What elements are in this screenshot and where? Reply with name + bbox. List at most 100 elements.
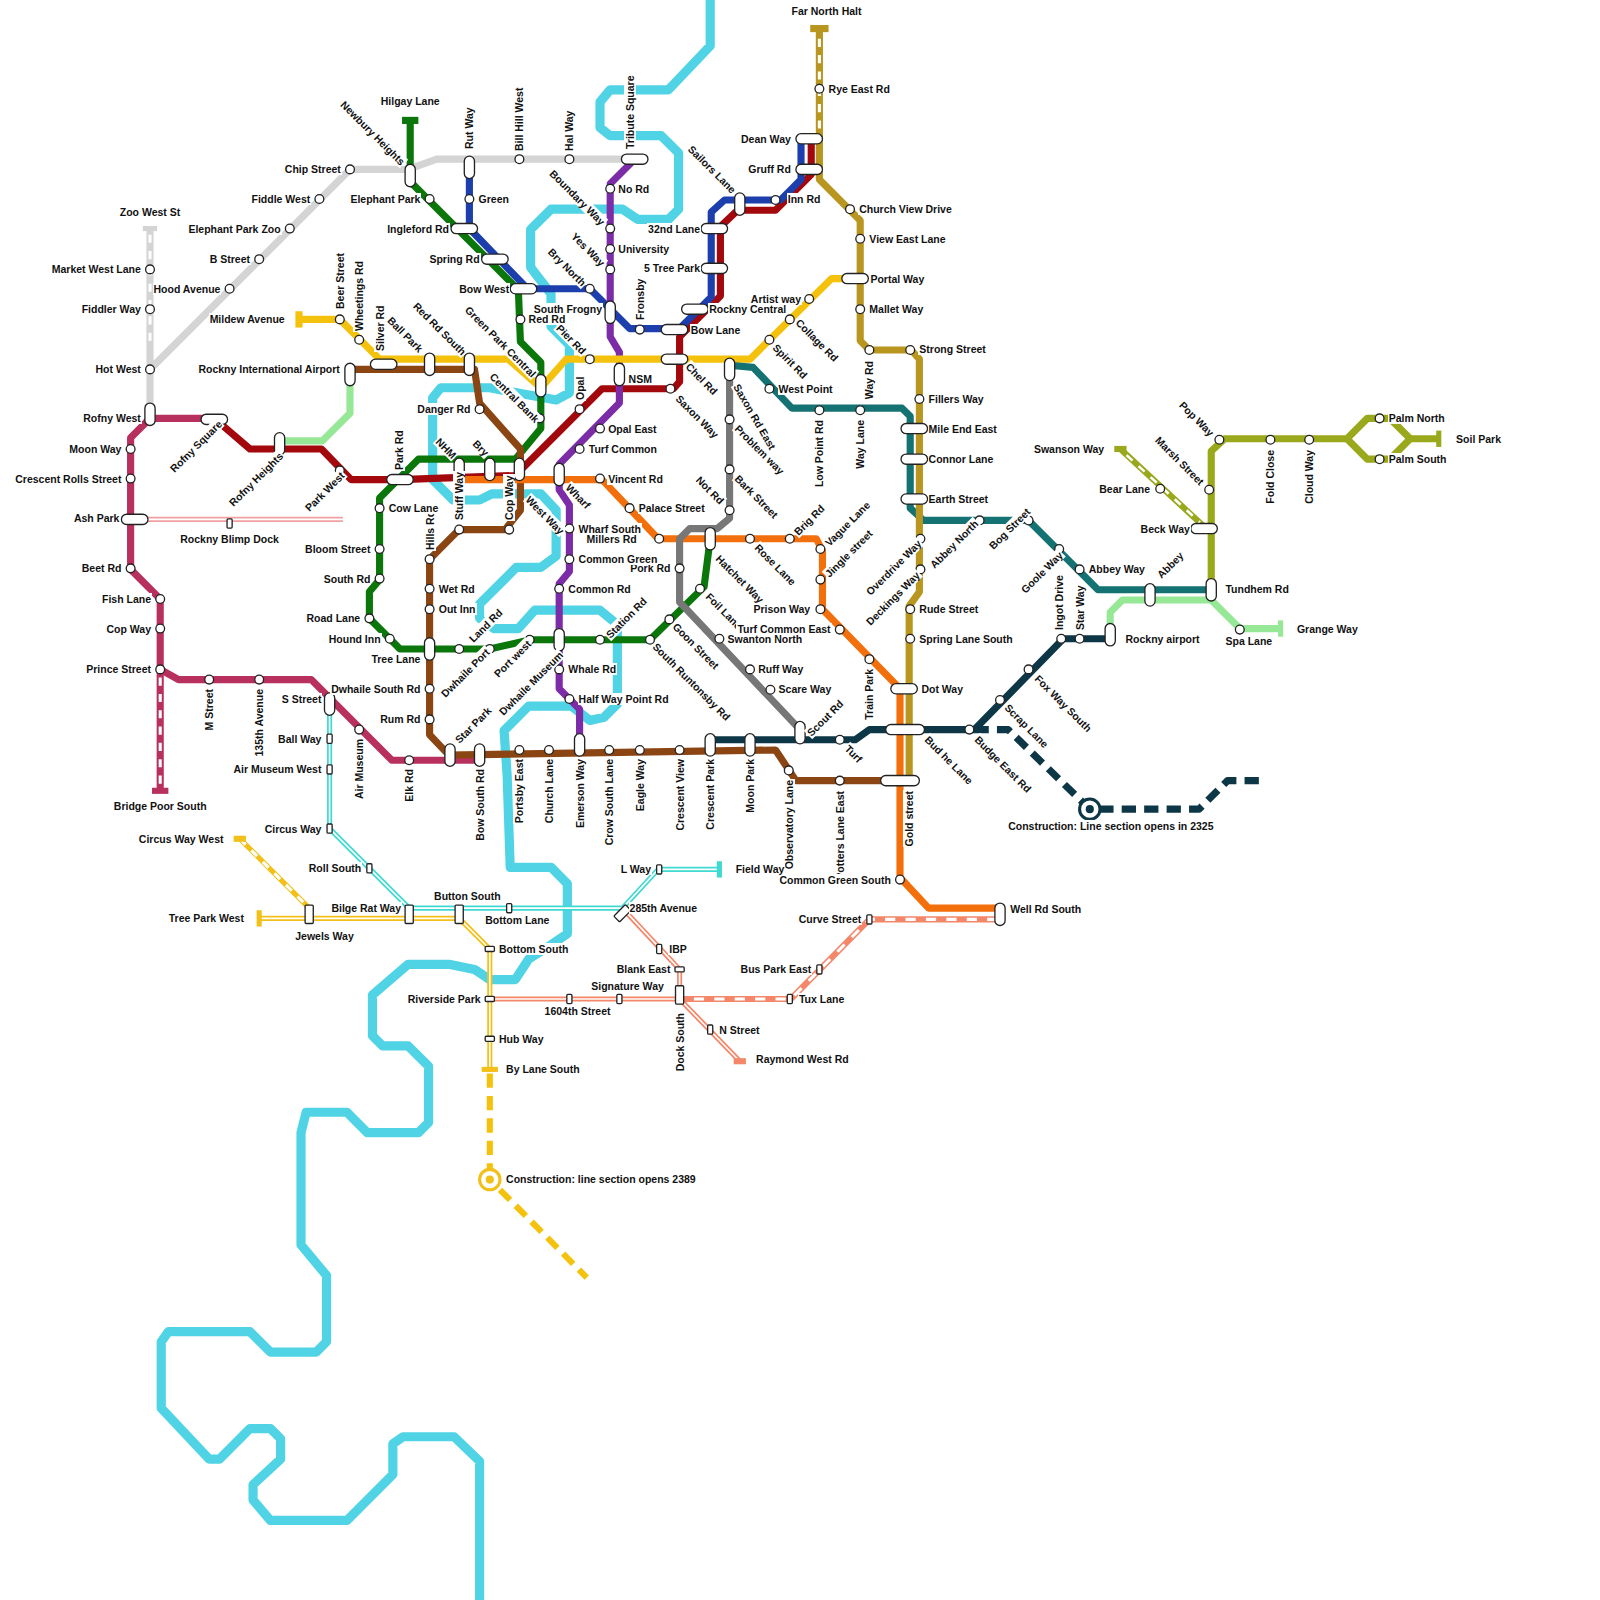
metro-line — [150, 159, 635, 369]
station-dot — [455, 645, 464, 654]
station-dot — [255, 675, 264, 684]
station-label: Construction: line section opens 2389 — [505, 1173, 697, 1185]
station-label: Raymond West Rd — [755, 1053, 850, 1065]
station-label: Dean Way — [740, 133, 792, 145]
station-label: Elephant Park — [349, 193, 421, 205]
station-label: Church Lane — [543, 758, 555, 824]
interchange-marker — [708, 1025, 713, 1034]
station-label: Elk Rd — [403, 768, 415, 803]
terminus-bar — [717, 861, 722, 877]
station-label: Palace Street — [638, 502, 706, 514]
interchange-marker — [682, 304, 709, 314]
station-label: Gold street — [903, 790, 915, 847]
station-dot — [785, 534, 794, 543]
station-label: Bark Street — [731, 471, 781, 521]
metro-line — [490, 998, 680, 1000]
station-dot — [255, 255, 264, 264]
station-dot — [606, 224, 615, 233]
station-label: Station Rd — [603, 594, 650, 641]
station-dot — [585, 284, 594, 293]
station-label: N Street — [718, 1024, 760, 1036]
interchange-marker — [735, 193, 745, 215]
station-dot — [515, 155, 524, 164]
station-dot — [865, 346, 874, 355]
station-dot — [1266, 435, 1275, 444]
station-label: Elephant Park Zoo — [187, 223, 281, 235]
interchange-marker — [567, 994, 572, 1003]
line-layer — [131, 0, 1439, 1600]
station-label: Mallet Way — [868, 303, 924, 315]
interchange-marker — [661, 354, 688, 364]
station-label: Rose Lane — [752, 541, 799, 588]
interchange-marker — [482, 254, 509, 264]
station-label: Curve Street — [798, 913, 862, 925]
station-label: Scrap Lane — [1002, 701, 1052, 751]
terminus-bar — [295, 311, 302, 327]
station-label: Moon Way — [68, 443, 122, 455]
interchange-marker — [510, 284, 537, 294]
metro-line — [161, 0, 710, 1600]
interchange-marker — [795, 721, 805, 743]
station-label: Tundhem Rd — [1224, 583, 1289, 595]
station-dot — [585, 355, 594, 364]
station-dot — [425, 715, 434, 724]
station-label: Dwhaile Port — [438, 645, 493, 700]
metro-line — [1110, 600, 1280, 633]
metro-line — [694, 919, 995, 999]
station-dot — [835, 776, 844, 785]
station-label: Fiddler Way — [81, 303, 142, 315]
station-dot — [555, 584, 564, 593]
interchange-marker — [657, 944, 662, 953]
station-label: Field Way — [735, 863, 786, 875]
station-label: Abbey — [1154, 548, 1187, 581]
station-label: Air Museum West — [233, 763, 323, 775]
station-label: Rofny West — [82, 412, 142, 424]
station-label: Bloom Street — [304, 543, 371, 555]
interchange-marker — [867, 915, 872, 924]
station-dot — [1075, 634, 1084, 643]
construction-ring — [1080, 799, 1100, 819]
station-dot — [425, 195, 434, 204]
station-label: Common Green South — [778, 874, 891, 886]
station-dot — [465, 195, 474, 204]
station-label: Vincent Rd — [607, 473, 664, 485]
station-label: Spirit Rd — [770, 341, 811, 382]
station-label: Scare Way — [778, 683, 833, 695]
station-label: Dock South — [674, 1012, 686, 1072]
terminus-bar — [1436, 431, 1441, 447]
station-label: Ash Park — [73, 512, 121, 524]
station-dot — [515, 746, 524, 755]
station-dot — [545, 746, 554, 755]
station-dot — [126, 445, 135, 454]
station-label: Out Inn — [438, 603, 477, 615]
station-dot — [906, 346, 915, 355]
station-label: B Street — [209, 253, 251, 265]
station-label: Tux Lane — [798, 993, 845, 1005]
station-label: Wharf — [563, 480, 594, 511]
station-dot — [725, 415, 734, 424]
station-label: IBP — [668, 943, 688, 955]
interchange-marker — [605, 301, 615, 323]
interchange-marker — [485, 1036, 494, 1041]
metro-line — [459, 480, 1000, 909]
station-label: Turf Common — [588, 443, 658, 455]
interchange-marker — [796, 134, 823, 144]
station-label: Bottom South — [498, 943, 569, 955]
station-dot — [675, 564, 684, 573]
metro-line — [1211, 418, 1439, 591]
station-label: Rofny Heights — [225, 449, 285, 509]
station-label: Scout Rd — [804, 696, 847, 739]
interchange-marker — [327, 824, 332, 833]
station-label: Connor Lane — [928, 453, 995, 465]
station-label: Silver Rd — [374, 305, 386, 353]
station-label: West Way — [522, 493, 567, 538]
interchange-marker — [901, 454, 928, 464]
station-dot — [1215, 435, 1224, 444]
station-label: Rut Way — [463, 106, 475, 150]
map-layer — [121, 0, 1441, 1600]
station-label: Observatory Lane — [783, 779, 795, 870]
station-dot — [635, 325, 644, 334]
station-label: Budge East Rd — [971, 732, 1034, 795]
station-label: Tree Lane — [370, 653, 421, 665]
metro-line — [819, 29, 919, 781]
